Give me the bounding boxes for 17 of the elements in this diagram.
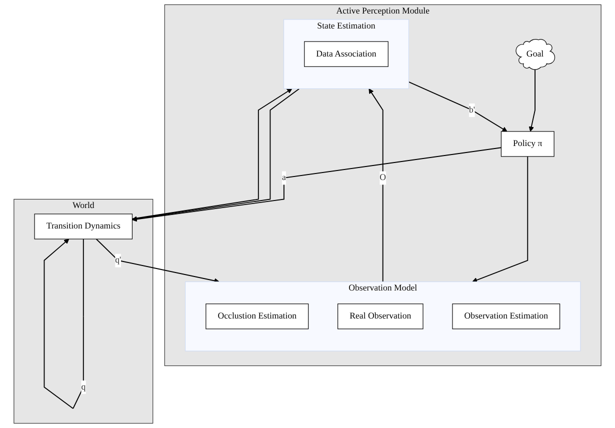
edge-label: O [380,173,386,182]
edge-label: q [81,382,86,392]
node-box: Observation Estimation [452,304,560,330]
node-box: Policy π [500,131,554,157]
arrow [96,238,220,284]
arrow [408,81,508,132]
arrow [368,88,384,282]
node-box: Real Observation [338,304,424,330]
node-box: Data Association [304,41,388,67]
edge-label: b' [468,105,475,115]
edge-label: a [282,173,286,182]
node-box: Occlustion Estimation [206,304,309,330]
edge-label: q' [115,256,122,265]
node-box: Transition Dynamics [34,214,133,240]
arrow [528,68,536,132]
arrow [472,156,528,282]
arrow [44,238,84,409]
